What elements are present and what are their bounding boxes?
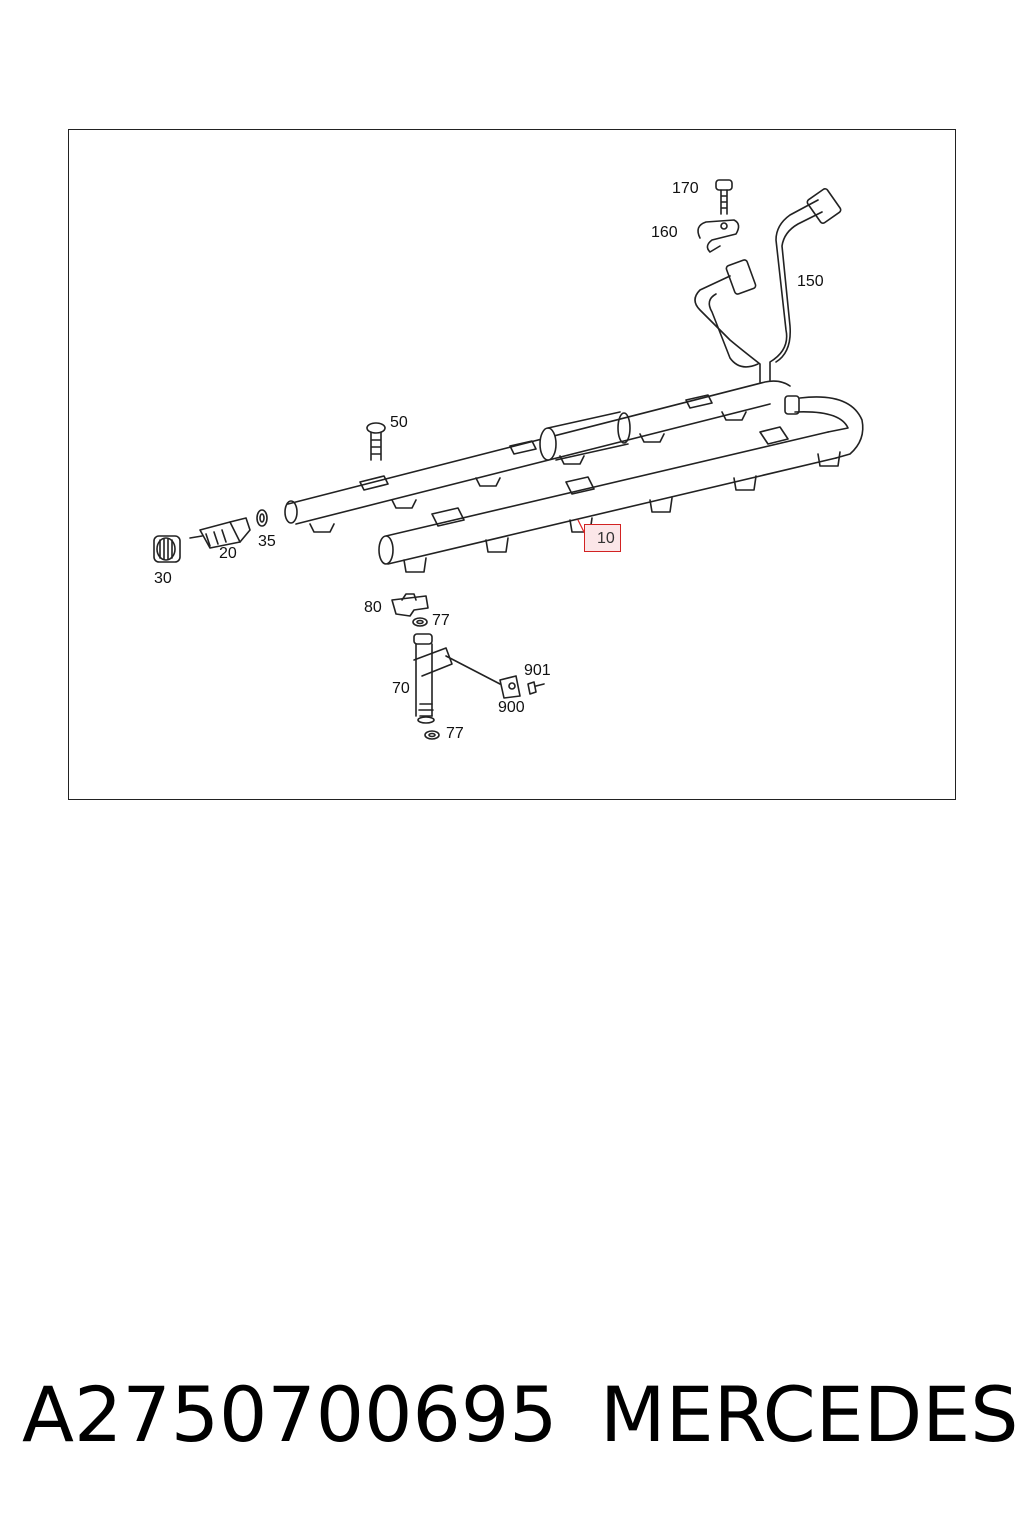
part-number: A2750700695 xyxy=(22,1370,558,1459)
diagram-frame xyxy=(68,129,956,800)
lower-fuel-rail xyxy=(378,395,864,565)
injector-70 xyxy=(413,633,501,724)
rail-brackets xyxy=(359,394,789,527)
callout-900: 900 xyxy=(498,699,525,716)
callout-901: 901 xyxy=(524,662,551,679)
callout-80: 80 xyxy=(364,599,382,616)
parts-diagram-drawing xyxy=(153,179,864,740)
callout-10-highlighted[interactable]: 10 xyxy=(584,524,621,552)
clip-160 xyxy=(697,219,740,253)
callout-77-upper: 77 xyxy=(432,612,450,629)
pressure-valve-20 xyxy=(189,517,251,549)
callout-20: 20 xyxy=(219,545,237,562)
brand-name: MERCEDES xyxy=(600,1370,1019,1459)
callout-35: 35 xyxy=(258,533,276,550)
callout-30: 30 xyxy=(154,570,172,587)
upper-fuel-rail xyxy=(284,380,791,525)
o-ring-77-lower xyxy=(424,730,440,740)
part-caption: A2750700695 MERCEDES xyxy=(22,1370,1018,1470)
callout-70: 70 xyxy=(392,680,410,697)
o-ring-77-upper xyxy=(412,617,428,627)
connector-900 xyxy=(499,675,521,699)
seal-ring-35 xyxy=(256,509,268,527)
cap-30 xyxy=(153,535,181,563)
injector-ports xyxy=(309,411,841,573)
plug-901 xyxy=(527,681,545,695)
bolt-50 xyxy=(366,422,386,461)
callout-50: 50 xyxy=(390,414,408,431)
callout-150: 150 xyxy=(797,273,824,290)
callout-77-lower: 77 xyxy=(446,725,464,742)
bolt-170 xyxy=(715,179,733,215)
callout-170: 170 xyxy=(672,180,699,197)
clip-80 xyxy=(391,593,429,617)
callout-160: 160 xyxy=(651,224,678,241)
fuel-line-150 xyxy=(694,188,842,383)
